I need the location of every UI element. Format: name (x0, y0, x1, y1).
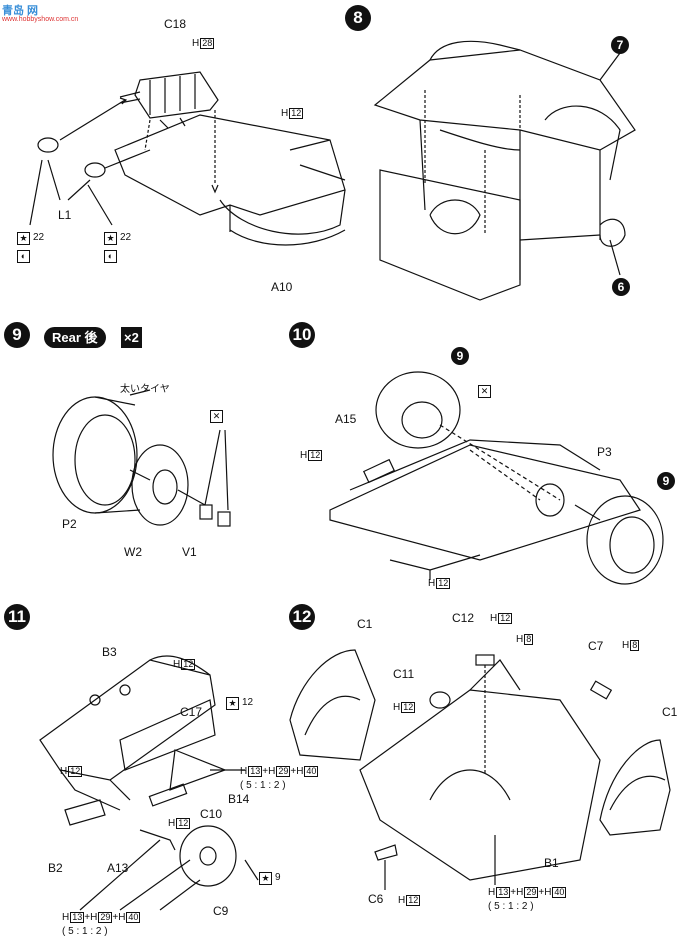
part-W2: W2 (124, 545, 142, 559)
star-paint-icon: ★ (226, 697, 239, 710)
step-9-badge: 9 (4, 322, 30, 348)
part-P3: P3 (597, 445, 612, 459)
part-B3: B3 (102, 645, 117, 659)
callout-6: 6 (612, 278, 630, 296)
star-paint-icon: ★ (17, 232, 30, 245)
part-C9: C9 (213, 904, 229, 918)
star-paint-12: 12 (242, 697, 254, 708)
watermark-url: www.hobbyshow.com.cn (2, 16, 79, 23)
rear-label: Rear 後 (44, 327, 106, 348)
part-A13: A13 (107, 861, 129, 875)
callout-9-right: 9 (657, 472, 675, 490)
glue-icon: ✕ (210, 410, 223, 423)
glue-icon: ✕ (478, 385, 491, 398)
part-A15: A15 (335, 412, 357, 426)
star-paint-icon: ★ (259, 872, 272, 885)
part-B14: B14 (228, 792, 250, 806)
part-C1-left: C1 (357, 617, 373, 631)
watermark-logo: 青岛 网 (2, 5, 39, 17)
part-C11: C11 (393, 667, 415, 681)
part-C18: C18 (164, 17, 187, 31)
metal-paint-icon: ◐ (104, 250, 117, 263)
part-C6: C6 (368, 892, 384, 906)
part-C12: C12 (452, 611, 475, 625)
callout-7: 7 (611, 36, 629, 54)
step-10-badge: 10 (289, 322, 315, 348)
quantity-x2: ×2 (121, 327, 142, 348)
part-C10: C10 (200, 807, 223, 821)
step-8-badge: 8 (345, 5, 371, 31)
part-A10: A10 (271, 280, 293, 294)
star-paint-icon: ★ (104, 232, 117, 245)
part-C7: C7 (588, 639, 604, 653)
step-11-badge: 11 (4, 604, 30, 630)
part-B1: B1 (544, 856, 559, 870)
metal-paint-icon: ◐ (17, 250, 30, 263)
star-paint-9: 9 (275, 872, 281, 883)
part-L1: L1 (58, 208, 72, 222)
step-12-badge: 12 (289, 604, 315, 630)
part-V1: V1 (182, 545, 197, 559)
part-P2: P2 (62, 517, 77, 531)
star-paint-22-b: 22 (120, 232, 132, 243)
part-C1-right: C1 (662, 705, 678, 719)
part-C17: C17 (180, 705, 203, 719)
tire-note: 太いタイヤ (120, 384, 170, 395)
callout-9-top: 9 (451, 347, 469, 365)
part-B2: B2 (48, 861, 63, 875)
star-paint-22-a: 22 (33, 232, 45, 243)
